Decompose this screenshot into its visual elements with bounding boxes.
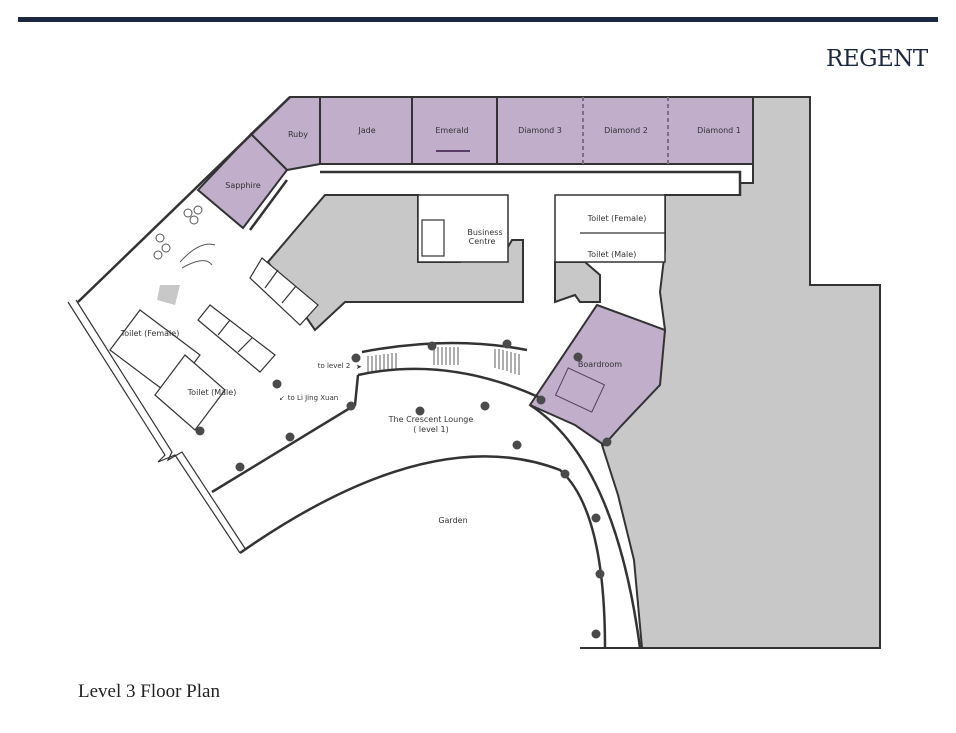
arrow-down-left-icon: ↙ xyxy=(279,394,285,402)
label-diamond-2: Diamond 2 xyxy=(604,126,648,135)
label-boardroom: Boardroom xyxy=(578,360,622,369)
service-area-toilets xyxy=(554,261,601,304)
floor-plan-caption: Level 3 Floor Plan xyxy=(78,681,220,702)
label-diamond-3: Diamond 3 xyxy=(518,126,562,135)
label-ruby: Ruby xyxy=(288,130,308,139)
room-boardroom[interactable] xyxy=(528,303,667,447)
business-centre-room[interactable] xyxy=(417,194,509,263)
label-crescent-lounge-level: ( level 1) xyxy=(413,425,448,434)
label-to-level-2: to level 2 xyxy=(318,362,351,370)
label-toilet-male-right: Toilet (Male) xyxy=(587,250,637,259)
lift-bank xyxy=(197,257,319,373)
storage-area xyxy=(157,285,180,305)
room-emerald[interactable] xyxy=(411,96,498,165)
label-crescent-lounge: The Crescent Lounge xyxy=(388,415,474,424)
label-jade: Jade xyxy=(357,126,375,135)
label-toilet-female-left: Toilet (Female) xyxy=(120,329,180,338)
room-diamond-1[interactable] xyxy=(667,96,754,165)
room-jade[interactable] xyxy=(319,96,413,165)
label-toilet-female-right: Toilet (Female) xyxy=(587,214,647,223)
arrow-right-icon: ➤ xyxy=(356,363,362,371)
label-toilet-male-left: Toilet (Male) xyxy=(187,388,237,397)
header-bar xyxy=(18,17,938,22)
label-sapphire: Sapphire xyxy=(225,181,261,190)
room-diamond-3[interactable] xyxy=(496,96,584,165)
columns xyxy=(195,339,612,639)
label-diamond-1: Diamond 1 xyxy=(697,126,741,135)
label-emerald: Emerald xyxy=(435,126,468,135)
label-to-li-jing-xuan: to Li Jing Xuan xyxy=(288,394,338,402)
room-sapphire[interactable] xyxy=(196,132,289,230)
regent-logo: REGENT xyxy=(826,46,928,72)
label-business-centre-2: Centre xyxy=(469,237,496,246)
room-diamond-2[interactable] xyxy=(582,96,669,165)
label-garden: Garden xyxy=(438,516,467,525)
label-business-centre-1: Business xyxy=(467,228,502,237)
